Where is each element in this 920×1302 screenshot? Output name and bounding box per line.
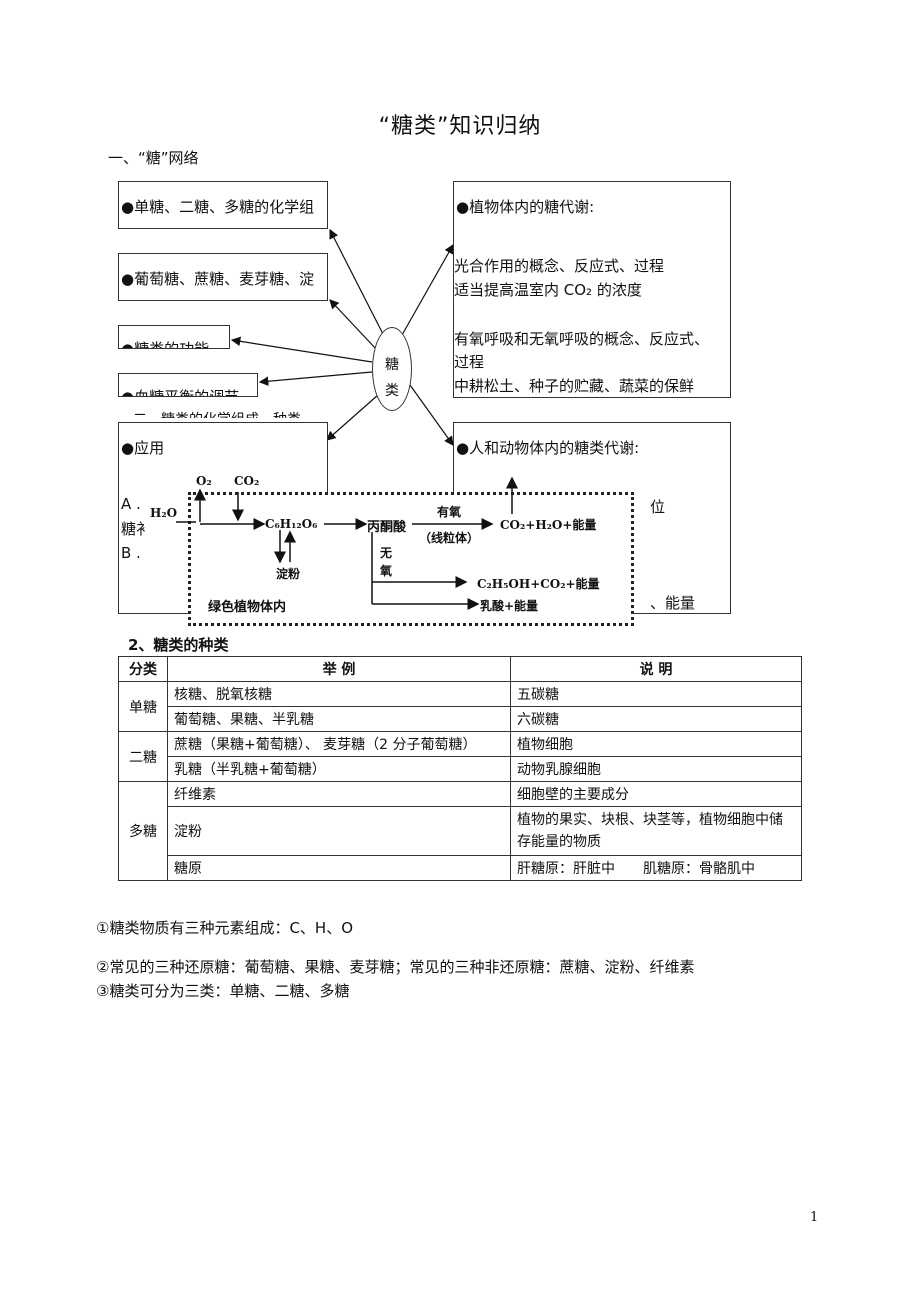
table-row: 单糖 核糖、脱氧核糖 五碳糖 [118,681,802,732]
plant-line-5: 中耕松土、种子的贮藏、蔬菜的保鲜 [454,377,695,395]
table-row: 乳糖（半乳糖+葡萄糖） 动物乳腺细胞 [119,756,802,782]
category-cell: 单糖 [118,681,168,732]
header-example: 举 例 [167,656,511,682]
example-cell: 淀粉 [167,806,511,856]
box-label: ●血糖平衡的调节 [121,388,240,397]
box-label: ●葡萄糖、蔗糖、麦芽糖、淀 [121,270,315,288]
box-blood-sugar: ●血糖平衡的调节 [118,373,258,397]
box-label: ●单糖、二糖、多糖的化学组 [121,198,315,216]
box-chemical-composition: ●单糖、二糖、多糖的化学组 [118,181,328,229]
section-heading-network: 一、“糖”网络 [108,149,199,167]
flow-glucose: C₆H₁₂O₆ [265,517,318,531]
flow-o2: O₂ [196,474,212,488]
arrow-to-plant-box [401,243,454,336]
note-cell: 动物乳腺细胞 [510,756,802,782]
plant-line-4: 过程 [454,353,485,371]
example-cell: 葡萄糖、果糖、半乳糖 [167,706,511,732]
flow-mitochondria-label: （线粒体） [419,531,480,545]
plant-line-1: 光合作用的概念、反应式、过程 [454,257,665,275]
flow-anaerobic-2: 氧 [380,564,393,578]
example-cell: 蔗糖（果糖+葡萄糖）、 麦芽糖（2 分子葡萄糖） [167,731,511,757]
note-2: ②常见的三种还原糖：葡萄糖、果糖、麦芽糖；常见的三种非还原糖：蔗糖、淀粉、纤维素 [96,958,695,976]
box-label: ●糖类的功能 [121,340,210,349]
flow-anaerobic-1: 无 [380,546,393,560]
flow-lactic-product: 乳酸+能量 [480,599,539,613]
application-line-sugar: 糖衤 [121,520,152,538]
box-label: ●应用 [121,439,165,457]
note-cell: 植物细胞 [510,731,802,757]
example-cell: 纤维素 [167,781,511,807]
example-cell: 糖原 [167,855,511,881]
box-sugar-types: ●葡萄糖、蔗糖、麦芽糖、淀 [118,253,328,301]
table-row: 葡萄糖、果糖、半乳糖 六碳糖 [119,706,802,732]
plant-line-2: 适当提高温室内 CO₂ 的浓度 [454,281,642,299]
arrow-to-animal-box [409,384,454,446]
sugar-circle: 糖 类 [372,327,412,411]
note-1: ①糖类物质有三种元素组成：C、H、O [96,919,354,937]
arrow-to-box5 [326,394,379,441]
application-line-b: B . [121,544,141,562]
animal-heading: ●人和动物体内的糖类代谢: [456,439,640,457]
table-header-row: 分类 举 例 说 明 [118,656,802,682]
table-row: 二糖 蔗糖（果糖+葡萄糖）、 麦芽糖（2 分子葡萄糖） 植物细胞 [118,731,802,782]
category-cell: 多糖 [118,781,168,881]
flow-co2: CO₂ [234,474,260,488]
page-title: “糖类”知识归纳 [378,114,542,139]
arrow-to-box3 [230,336,373,363]
section-heading-types: 2、糖类的种类 [128,636,229,654]
circle-char-2: 类 [385,383,399,399]
flow-h2o: H₂O [150,506,178,520]
note-3: ③糖类可分为三类：单糖、二糖、多糖 [96,982,350,1000]
note-cell: 细胞壁的主要成分 [510,781,802,807]
note-cell: 肝糖原：肝脏中 肌糖原：骨骼肌中 [510,855,802,881]
animal-partial-1: 位 [650,498,666,516]
arrow-to-box2 [329,299,378,351]
flow-starch: 淀粉 [276,567,301,581]
plant-heading: ●植物体内的糖代谢: [456,198,595,216]
page-number: 1 [810,1210,819,1225]
flow-alcohol-product: C₂H₅OH+CO₂+能量 [477,577,600,591]
application-line-a: A . [121,495,141,513]
flow-aerobic-label: 有氧 [437,505,462,519]
arrow-to-box4 [258,371,373,387]
hidden-heading: 二、糖类的化学组成、种类 [133,409,301,418]
note-cell: 六碳糖 [510,706,802,732]
header-note: 说 明 [510,656,802,682]
arrow-to-box1 [329,228,386,339]
table-row: 多糖 纤维素 细胞壁的主要成分 [118,781,802,881]
example-cell: 乳糖（半乳糖+葡萄糖） [167,756,511,782]
flow-pyruvate: 丙酮酸 [367,520,407,535]
header-category: 分类 [118,656,168,682]
circle-char-1: 糖 [385,357,399,373]
note-cell: 五碳糖 [510,681,802,707]
flow-aerobic-product: CO₂+H₂O+能量 [500,518,597,532]
note-cell: 植物的果实、块根、块茎等，植物细胞中储存能量的物质 [510,806,802,856]
box-sugar-function: ●糖类的功能 [118,325,230,349]
table-row: 糖原 肝糖原：肝脏中 肌糖原：骨骼肌中 [119,855,802,881]
flow-plant-label: 绿色植物体内 [208,600,287,615]
plant-line-3: 有氧呼吸和无氧呼吸的概念、反应式、 [454,330,710,348]
table-row: 淀粉 植物的果实、块根、块茎等，植物细胞中储存能量的物质 [119,806,802,856]
box-plant-metabolism: ●植物体内的糖代谢: 光合作用的概念、反应式、过程 适当提高温室内 CO₂ 的浓… [453,181,731,398]
category-cell: 二糖 [118,731,168,782]
animal-partial-2: 、能量 [650,594,696,612]
example-cell: 核糖、脱氧核糖 [167,681,511,707]
sugar-types-table: 分类 举 例 说 明 单糖 核糖、脱氧核糖 五碳糖 葡萄糖、果糖、半乳糖 六碳糖… [118,656,802,881]
